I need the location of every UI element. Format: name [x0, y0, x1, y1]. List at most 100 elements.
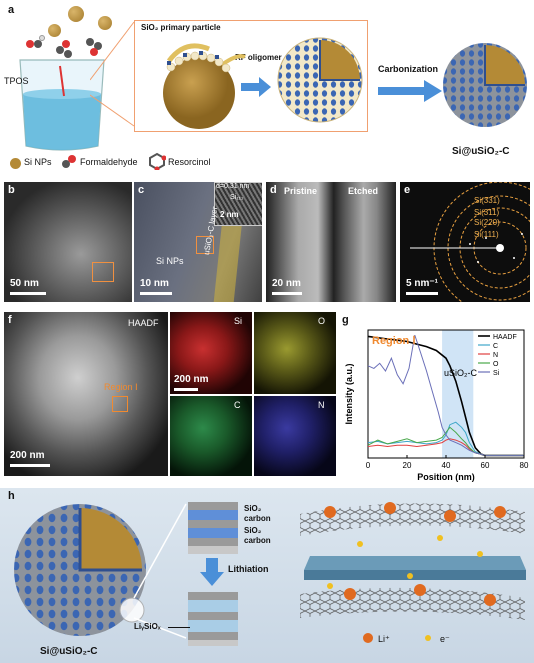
map-o: O [254, 312, 336, 394]
big-sphere-icon [14, 504, 146, 636]
map-si-scale: 200 nm [174, 374, 209, 385]
map-n-label: N [318, 400, 325, 410]
plane-label: Si₁₁₁ [230, 194, 244, 201]
coated-sphere-icon [277, 37, 363, 123]
carbonization-arrow [378, 80, 442, 102]
panel-c-label: c [138, 184, 145, 196]
scale-bar [10, 464, 50, 467]
x-axis-label: Position (nm) [417, 472, 475, 482]
synthesis-box: SiO₂ primary particle RF oligomer [134, 20, 368, 132]
legend-label: O [493, 361, 499, 368]
panel-a: a TPOS Si NPs Formaldehyde Resorcinol Si… [0, 0, 534, 180]
panel-d-scale: 20 nm [272, 278, 301, 289]
si-nps-label: Si NPs [156, 256, 184, 266]
inset-zoom-box [196, 236, 214, 254]
legend-si-swatch [10, 158, 21, 169]
layer-stack-before [188, 502, 238, 554]
panel-b-label: b [8, 184, 15, 196]
molecule-icons [26, 35, 102, 58]
panel-h-label: h [8, 490, 15, 502]
panel-e-label: e [404, 184, 411, 196]
legend-si-label: Si NPs [24, 157, 52, 167]
region-box [112, 396, 128, 412]
lithiation-arrow [200, 558, 224, 586]
etched-label: Etched [348, 186, 379, 196]
layer-label-sio2-1: SiO₂ [244, 504, 262, 513]
layer-label-sio2-2: SiO₂ [244, 526, 262, 535]
dspacing-label: d=0.31 nm [216, 183, 250, 190]
legend-formaldehyde-label: Formaldehyde [80, 157, 138, 167]
ring-label-311: Si(311) [474, 208, 500, 217]
panel-d-label: d [270, 184, 277, 196]
ring-label-220: Si(220) [474, 218, 500, 227]
lisio-label: LiᵧSiOₓ [134, 622, 161, 631]
map-si-label: Si [234, 316, 243, 326]
x-tick-label: 80 [520, 461, 529, 470]
legend-label: N [493, 352, 498, 359]
e-label: e⁻ [440, 634, 450, 644]
panel-e-scale: 5 nm⁻¹ [406, 278, 438, 289]
product-sphere-icon [443, 43, 527, 127]
chart-title: Region Ⅰ [372, 335, 416, 347]
legend-label: Si [493, 370, 500, 377]
beaker-icon [19, 59, 105, 151]
carbonization-label: Carbonization [378, 64, 438, 74]
ring-label-111: Si(111) [474, 230, 499, 239]
x-tick-label: 60 [481, 461, 490, 470]
layer-label-carbon-2: carbon [244, 536, 271, 545]
formaldehyde-icon [62, 155, 76, 168]
scale-bar [10, 292, 46, 295]
pristine-label: Pristine [284, 186, 318, 196]
map-c-label: C [234, 400, 241, 410]
panel-c-scale: 10 nm [140, 278, 169, 289]
panel-b-image: b 50 nm [4, 182, 132, 302]
panel-d-image: d Pristine Etched 20 nm [266, 182, 396, 302]
map-n: N [254, 396, 336, 476]
map-o-label: O [318, 316, 326, 326]
lisio-pointer [168, 627, 190, 628]
hrtem-inset [214, 182, 262, 226]
legend-resorcinol-label: Resorcinol [168, 157, 211, 167]
li-label: Li⁺ [378, 634, 390, 644]
series-line-si [367, 334, 524, 456]
inset-scale: 2 nm [220, 210, 239, 219]
lithiation-label: Lithiation [228, 564, 269, 574]
scale-bar [272, 292, 302, 295]
lithium-diffusion-scene [300, 502, 526, 643]
x-tick-label: 40 [442, 461, 451, 470]
highlight-region [442, 330, 474, 458]
ring-label-331: Si(331) [474, 196, 500, 205]
panel-g-label: g [342, 314, 349, 326]
rf-oligomer-label: RF oligomer [235, 53, 282, 62]
haadf-label: HAADF [128, 318, 159, 328]
panel-f-haadf: f HAADF Region Ⅰ 200 nm [4, 312, 168, 476]
legend-label: HAADF [493, 334, 517, 341]
panel-f-scale: 200 nm [10, 450, 45, 461]
x-tick-label: 0 [366, 461, 371, 470]
scale-bar [140, 292, 172, 295]
resorcinol-icon [149, 152, 166, 170]
panel-f-label: f [8, 314, 12, 326]
highlight-annotation: uSiO₂-C [444, 368, 477, 378]
y-axis-label: Intensity (a.u.) [344, 363, 354, 424]
panel-c-image: c d=0.31 nm Si₁₁₁ 2 nm Si NPs uSiO₂-C la… [134, 182, 262, 302]
zoom-box [92, 262, 114, 282]
panel-h: h Si@uSiO₂-C SiO₂ carbon SiO₂ carbon Lit… [0, 488, 534, 663]
scale-bar [174, 388, 198, 391]
arrow-icon [241, 77, 271, 97]
saed-rings [410, 182, 530, 302]
layer-stack-after [188, 592, 238, 646]
sio2-primary-label: SiO₂ primary particle [141, 23, 221, 32]
zoom-connector [90, 21, 135, 127]
x-tick-label: 20 [403, 461, 412, 470]
tpos-label: TPOS [4, 76, 29, 86]
si-np-coating-icon [163, 43, 246, 129]
floating-si-np [68, 6, 84, 22]
legend-label: C [493, 343, 498, 350]
layer-label-carbon-1: carbon [244, 514, 271, 523]
panel-b-scale: 50 nm [10, 278, 39, 289]
floating-si-np [48, 24, 61, 37]
product-label: Si@uSiO₂-C [452, 146, 510, 157]
